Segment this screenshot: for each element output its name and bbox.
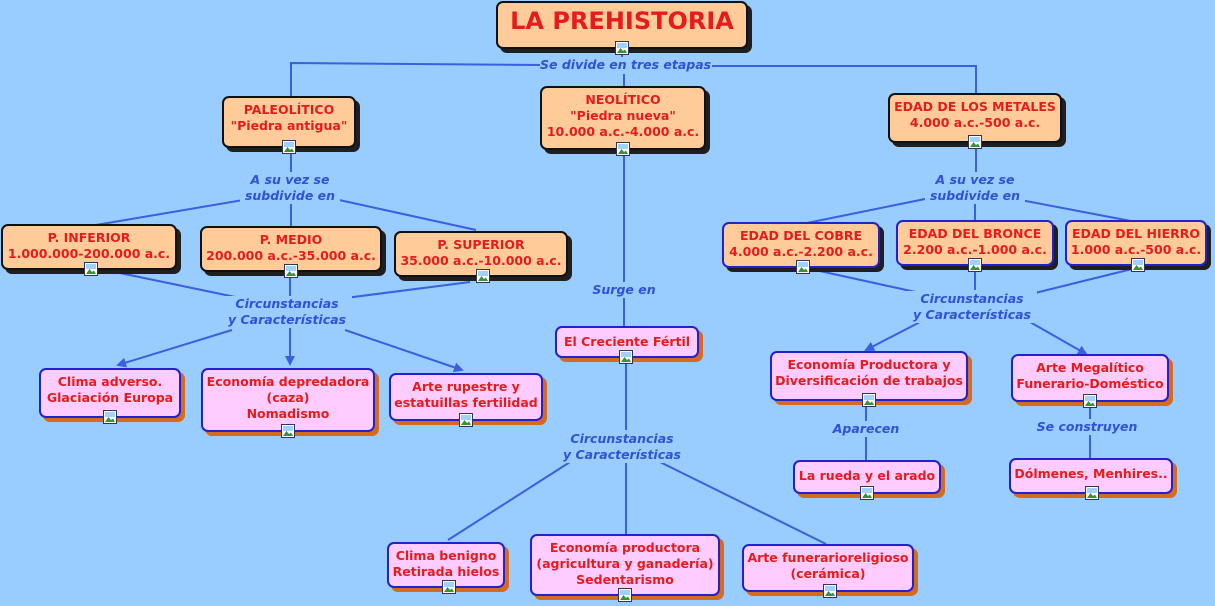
concept-arte-funerario[interactable]: Arte funerarioreligioso (cerámica) bbox=[742, 544, 914, 598]
image-icon[interactable] bbox=[442, 580, 456, 594]
image-icon[interactable] bbox=[476, 269, 490, 283]
node-line: El Creciente Fértil bbox=[563, 334, 691, 349]
node-line: Economía productora bbox=[549, 540, 701, 555]
concept-neolitico[interactable]: NEOLÍTICO "Piedra nueva" 10.000 a.c.-4.0… bbox=[540, 86, 706, 156]
concept-clima-adverso[interactable]: Clima adverso. Glaciación Europa bbox=[39, 368, 181, 424]
concept-economia-productora-metales[interactable]: Economía Productora y Diversificación de… bbox=[770, 351, 968, 407]
node-line: 1.000 a.c.-500 a.c. bbox=[1070, 242, 1202, 257]
node-line: 1.000.000-200.000 a.c. bbox=[7, 246, 171, 261]
node-line: Arte funerarioreligioso bbox=[747, 550, 909, 565]
concept-p-inferior[interactable]: P. INFERIOR 1.000.000-200.000 a.c. bbox=[1, 224, 177, 276]
image-icon[interactable] bbox=[282, 140, 296, 154]
concept-clima-benigno[interactable]: Clima benigno Retirada hielos bbox=[387, 542, 505, 594]
image-icon[interactable] bbox=[823, 584, 837, 598]
node-line: P. INFERIOR bbox=[47, 230, 131, 245]
image-icon[interactable] bbox=[84, 262, 98, 276]
image-icon[interactable] bbox=[1083, 394, 1097, 408]
node-line: Clima adverso. bbox=[57, 374, 163, 389]
image-icon[interactable] bbox=[616, 142, 630, 156]
node-line: Arte rupestre y bbox=[412, 379, 520, 394]
image-icon[interactable] bbox=[619, 350, 633, 364]
image-icon[interactable] bbox=[796, 260, 810, 274]
node-line: 10.000 a.c.-4.000 a.c. bbox=[546, 124, 700, 139]
image-icon[interactable] bbox=[281, 424, 295, 438]
node-line: (caza) bbox=[266, 390, 310, 405]
label-construyen: Se construyen bbox=[1032, 419, 1142, 435]
image-icon[interactable] bbox=[1085, 486, 1099, 500]
node-line: NEOLÍTICO bbox=[585, 92, 661, 107]
node-line: Economía depredadora bbox=[206, 374, 370, 389]
concept-rueda-arado[interactable]: La rueda y el arado bbox=[793, 460, 941, 500]
node-line: Clima benigno bbox=[395, 548, 497, 563]
node-line: Economía Productora y bbox=[787, 357, 951, 372]
concept-title[interactable]: LA PREHISTORIA bbox=[496, 1, 748, 55]
node-line: EDAD DE LOS METALES bbox=[894, 99, 1056, 114]
node-line: 4.000 a.c.-2.200 a.c. bbox=[729, 244, 873, 259]
node-line: EDAD DEL COBRE bbox=[739, 228, 863, 243]
concept-arte-rupestre[interactable]: Arte rupestre y estatuillas fertilidad bbox=[389, 373, 543, 427]
node-line: La rueda y el arado bbox=[798, 468, 936, 483]
node-line: "Piedra antigua" bbox=[230, 118, 348, 133]
node-line: Retirada hielos bbox=[392, 564, 500, 579]
node-line: Glaciación Europa bbox=[46, 390, 174, 405]
image-icon[interactable] bbox=[618, 588, 632, 602]
concept-paleolitico[interactable]: PALEOLÍTICO "Piedra antigua" bbox=[222, 96, 356, 154]
link-divide-paleolitico bbox=[290, 61, 541, 96]
concept-edad-hierro[interactable]: EDAD DEL HIERRO 1.000 a.c.-500 a.c. bbox=[1065, 220, 1207, 272]
concept-edad-bronce[interactable]: EDAD DEL BRONCE 2.200 a.c.-1.000 a.c. bbox=[896, 220, 1054, 272]
image-icon[interactable] bbox=[284, 264, 298, 278]
image-icon[interactable] bbox=[860, 486, 874, 500]
image-icon[interactable] bbox=[459, 413, 473, 427]
node-line: Diversificación de trabajos bbox=[775, 373, 963, 388]
node-line: Funerario-Doméstico bbox=[1016, 376, 1164, 391]
node-line: 200.000 a.c.-35.000 a.c. bbox=[206, 248, 376, 263]
label-surge: Surge en bbox=[584, 282, 664, 298]
node-line: P. SUPERIOR bbox=[437, 237, 525, 252]
image-icon[interactable] bbox=[862, 393, 876, 407]
node-line: 4.000 a.c.-500 a.c. bbox=[909, 115, 1041, 130]
node-line: "Piedra nueva" bbox=[570, 108, 676, 123]
concept-creciente-fertil[interactable]: El Creciente Fértil bbox=[555, 326, 699, 364]
concept-arte-megalitico[interactable]: Arte Megalítico Funerario-Doméstico bbox=[1011, 354, 1169, 408]
image-icon[interactable] bbox=[968, 258, 982, 272]
concept-p-superior[interactable]: P. SUPERIOR 35.000 a.c.-10.000 a.c. bbox=[394, 231, 568, 283]
node-line: PALEOLÍTICO bbox=[243, 102, 335, 117]
concept-edad-cobre[interactable]: EDAD DEL COBRE 4.000 a.c.-2.200 a.c. bbox=[722, 222, 880, 274]
node-line: P. MEDIO bbox=[259, 232, 323, 247]
node-line: Dólmenes, Menhires.. bbox=[1014, 466, 1168, 481]
node-line: 35.000 a.c.-10.000 a.c. bbox=[400, 253, 562, 268]
node-line: EDAD DEL HIERRO bbox=[1071, 226, 1201, 241]
label-divide: Se divide en tres etapas bbox=[540, 57, 712, 73]
image-icon[interactable] bbox=[103, 410, 117, 424]
image-icon[interactable] bbox=[615, 41, 629, 55]
node-line: Arte Megalítico bbox=[1036, 360, 1144, 375]
node-line: Nomadismo bbox=[246, 406, 330, 421]
node-line: EDAD DEL BRONCE bbox=[908, 226, 1042, 241]
title-text: LA PREHISTORIA bbox=[510, 7, 734, 35]
concept-dolmenes[interactable]: Dólmenes, Menhires.. bbox=[1009, 458, 1173, 500]
link-divide-metales bbox=[712, 65, 977, 93]
concept-economia-productora-neolitico[interactable]: Economía productora (agricultura y ganad… bbox=[530, 534, 720, 602]
node-line: Sedentarismo bbox=[576, 572, 674, 587]
label-aparecen: Aparecen bbox=[826, 421, 906, 437]
node-line: (agricultura y ganadería) bbox=[536, 556, 714, 571]
concept-p-medio[interactable]: P. MEDIO 200.000 a.c.-35.000 a.c. bbox=[200, 226, 382, 278]
node-line: estatuillas fertilidad bbox=[394, 395, 538, 410]
concept-economia-depredadora[interactable]: Economía depredadora (caza) Nomadismo bbox=[201, 368, 375, 438]
image-icon[interactable] bbox=[1131, 258, 1145, 272]
concept-metales[interactable]: EDAD DE LOS METALES 4.000 a.c.-500 a.c. bbox=[888, 93, 1062, 149]
node-line: (cerámica) bbox=[790, 566, 866, 581]
image-icon[interactable] bbox=[968, 135, 982, 149]
node-line: 2.200 a.c.-1.000 a.c. bbox=[903, 242, 1047, 257]
